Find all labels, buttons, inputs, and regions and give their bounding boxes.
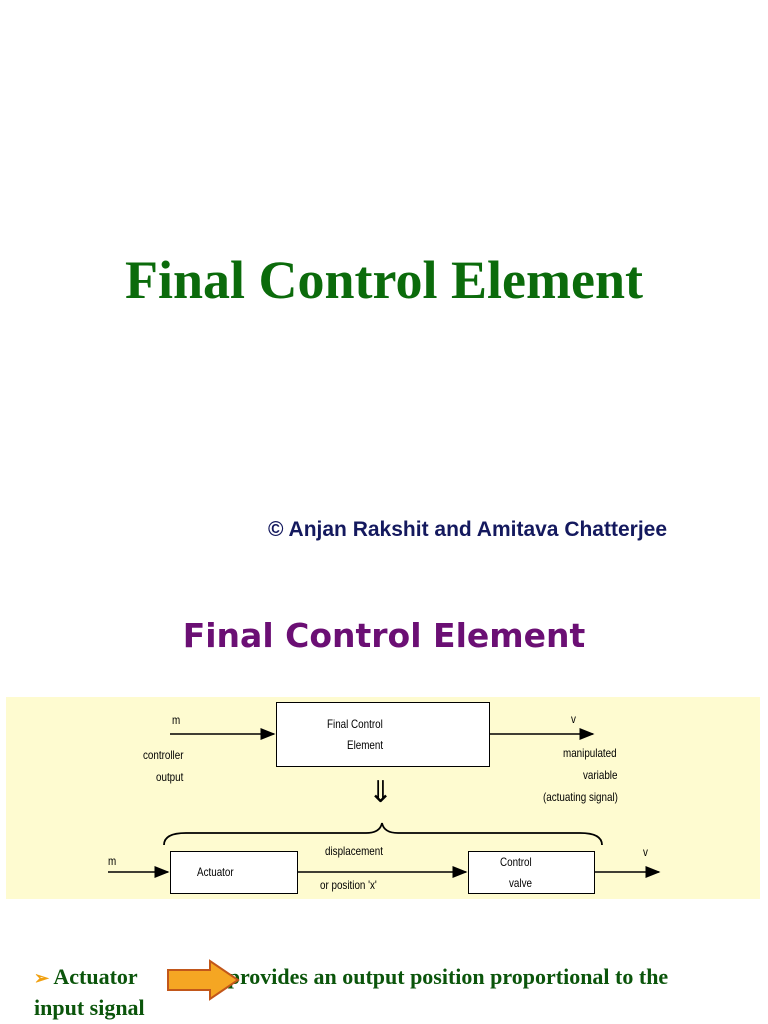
bullet-marker-icon: ➢ — [34, 968, 50, 988]
displacement-label: displacement — [325, 844, 383, 858]
output-label-line3: (actuating signal) — [543, 790, 618, 804]
input-label-line1: controller — [143, 748, 184, 762]
block-label-line2: Element — [347, 738, 384, 752]
slide-heading: Final Control Element — [182, 616, 586, 655]
copyright-credit: © Anjan Rakshit and Amitava Chatterjee — [268, 518, 668, 541]
valve-label-line1: Control — [500, 855, 532, 869]
valve-label-line2: valve — [509, 876, 532, 890]
bullet-term: Actuator — [53, 964, 138, 989]
control-valve-block: Control valve — [468, 851, 595, 894]
valve-output-symbol: v — [643, 845, 648, 859]
slide-title: Final Control Element — [125, 250, 643, 310]
input-symbol: m — [172, 713, 181, 727]
actuator-label: Actuator — [197, 865, 234, 879]
actuator-input-symbol: m — [108, 854, 117, 868]
final-control-element-block: Final Control Element — [276, 702, 490, 767]
bullet-point: ➢ Actuator provides an output position pr… — [34, 962, 764, 1023]
input-label-line2: output — [156, 770, 184, 784]
down-arrow: ⇓ — [368, 775, 394, 810]
grouping-brace — [163, 822, 603, 846]
bullet-text-line1: provides an output position proportional… — [227, 964, 669, 989]
output-label-line2: variable — [583, 768, 618, 782]
block-label-line1: Final Control — [327, 717, 383, 731]
output-label-line1: manipulated — [563, 746, 617, 760]
orange-arrow-icon — [167, 959, 240, 1001]
position-label: or position 'x' — [320, 878, 377, 892]
block-diagram: m controller output Final Control Elemen… — [6, 697, 760, 899]
actuator-block: Actuator — [170, 851, 298, 894]
bullet-text-line2: input signal — [34, 995, 145, 1020]
diagram-wires — [108, 728, 661, 878]
output-symbol: v — [571, 712, 576, 726]
